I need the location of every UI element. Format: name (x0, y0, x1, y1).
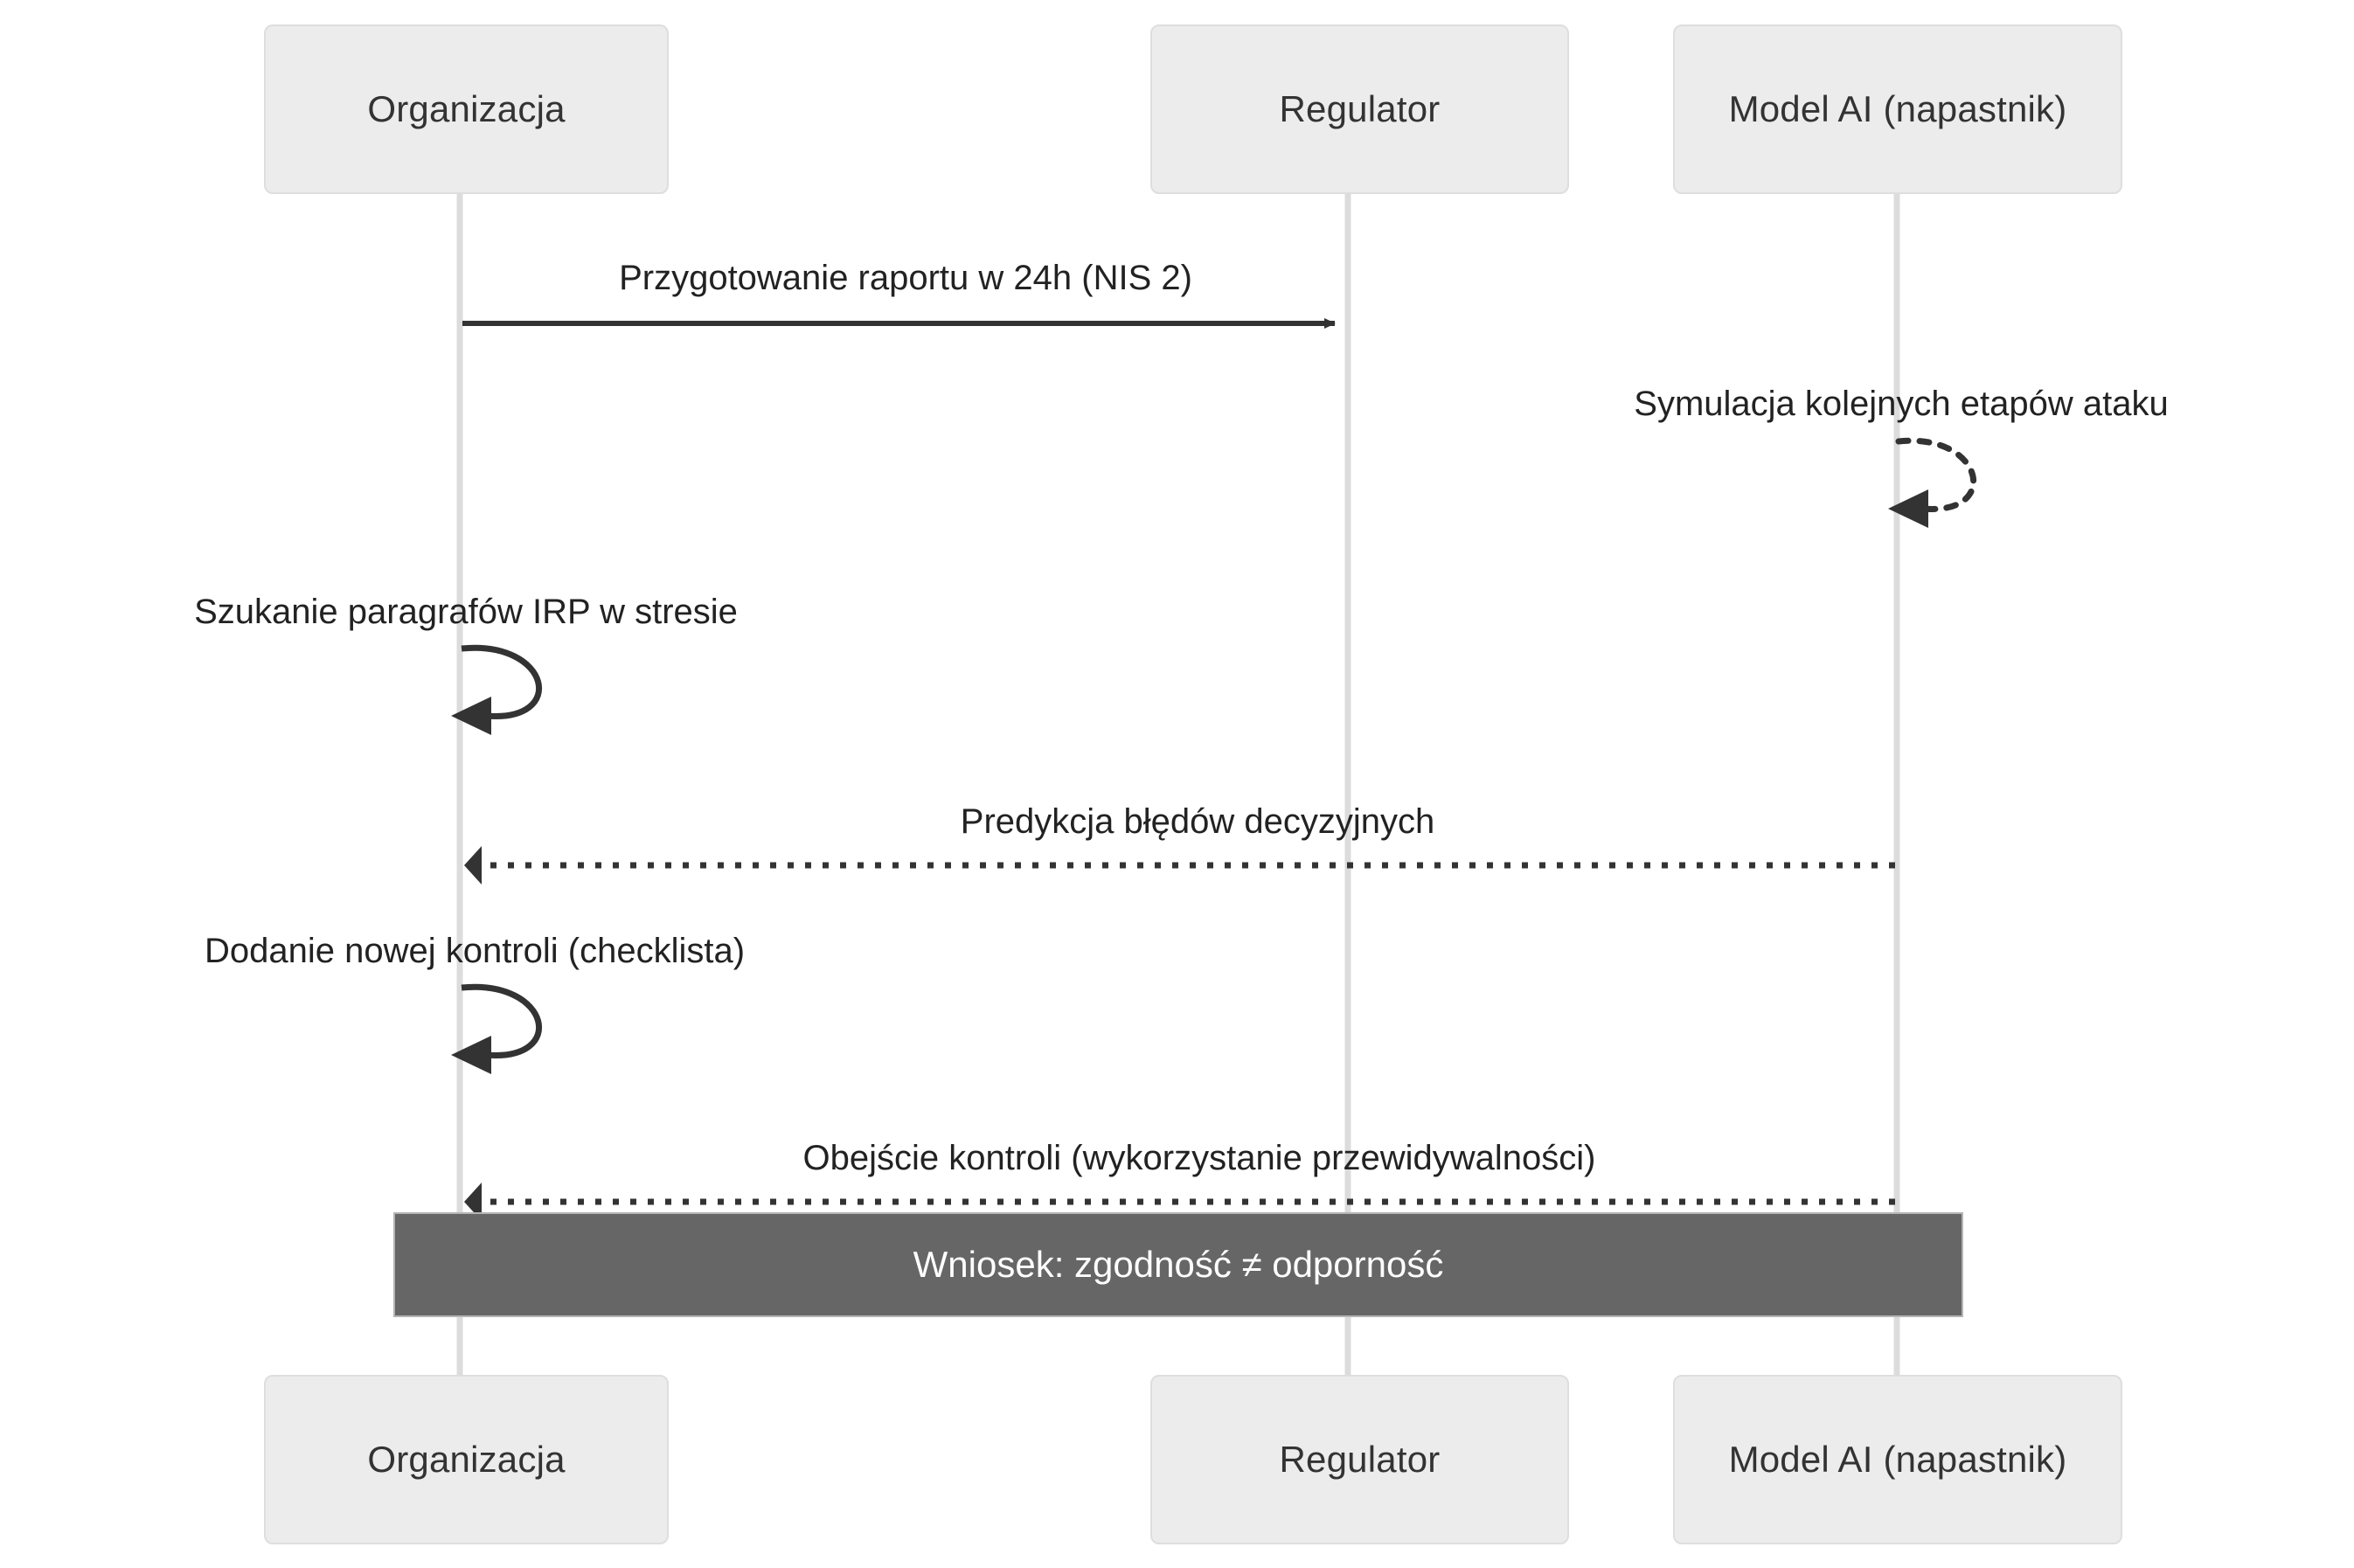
message-label-5: Dodanie nowej kontroli (checklista) (204, 932, 746, 970)
participant-label-model-ai-top: Model AI (napastnik) (1728, 88, 2067, 129)
note-text-wniosek: Wniosek: zgodność ≠ odporność (913, 1244, 1444, 1285)
participant-box-organizacja-bottom[interactable]: Organizacja (264, 1375, 669, 1544)
message-label-1: Przygotowanie raportu w 24h (NIS 2) (619, 259, 1192, 297)
message-label-2: Symulacja kolejnych etapów ataku (1634, 385, 2169, 423)
message-label-4: Predykcja błędów decyzyjnych (960, 802, 1435, 841)
lifelines (456, 194, 1900, 1377)
participant-box-model-ai-top[interactable]: Model AI (napastnik) (1673, 24, 2122, 194)
participant-box-regulator-bottom[interactable]: Regulator (1150, 1375, 1569, 1544)
participant-label-organizacja-bottom: Organizacja (367, 1439, 566, 1480)
message-arrow-6 (464, 1183, 1895, 1221)
note-bar-wniosek: Wniosek: zgodność ≠ odporność (393, 1212, 1963, 1317)
message-selfloop-2 (1888, 437, 1976, 528)
participant-label-organizacja-top: Organizacja (367, 88, 566, 129)
participant-box-organizacja-top[interactable]: Organizacja (264, 24, 669, 194)
message-selfloop-3 (451, 644, 543, 735)
participant-box-model-ai-bottom[interactable]: Model AI (napastnik) (1673, 1375, 2122, 1544)
message-selfloop-5 (451, 983, 543, 1074)
message-label-3: Szukanie paragrafów IRP w stresie (194, 593, 738, 631)
participant-label-model-ai-bottom: Model AI (napastnik) (1728, 1439, 2067, 1480)
participant-label-regulator-top: Regulator (1279, 88, 1441, 129)
participant-box-regulator-top[interactable]: Regulator (1150, 24, 1569, 194)
message-arrow-4 (464, 846, 1895, 885)
message-label-6: Obejście kontroli (wykorzystanie przewid… (802, 1139, 1596, 1177)
participant-label-regulator-bottom: Regulator (1279, 1439, 1441, 1480)
